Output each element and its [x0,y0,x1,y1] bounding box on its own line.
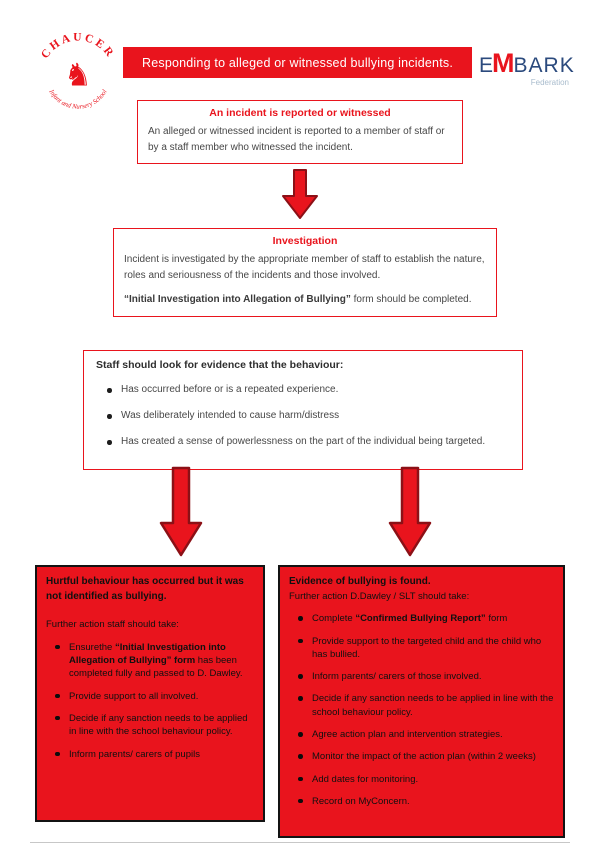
embark-letter-e: E [479,54,494,77]
list-item: Inform parents/ carers of pupils [52,748,254,761]
list-item: Add dates for monitoring. [295,773,554,786]
outcome-not-bullying-heading: Hurtful behaviour has occurred but it wa… [46,576,244,602]
action-text: Ensurethe [69,641,115,653]
box-outcome-bullying-found: Evidence of bullying is found. Further a… [278,565,565,838]
list-item: Record on MyConcern. [295,795,554,808]
embark-wordmark: E M BARK [479,48,574,78]
box-investigation-title: Investigation [272,235,338,247]
evidence-heading: Staff should look for evidence that the … [96,359,344,371]
outcome-bullying-found-heading: Evidence of bullying is found. [289,576,431,587]
list-item: Provide support to the targeted child an… [295,635,554,662]
outcome-not-bullying-intro: Further action staff should take: [46,619,179,630]
list-item: Has occurred before or is a repeated exp… [104,383,510,397]
list-item: Monitor the impact of the action plan (w… [295,750,554,763]
outcome-not-bullying-list: Ensurethe “Initial Investigation into Al… [46,641,254,761]
outcome-bullying-found-intro: Further action D.Dawley / SLT should tak… [289,590,470,602]
chaucer-school-logo: CHAUCER ♞ Infant and Nursery School [39,31,117,110]
box-investigation: Investigation Incident is investigated b… [113,228,497,317]
list-item: Ensurethe “Initial Investigation into Al… [52,641,254,681]
box-outcome-not-bullying: Hurtful behaviour has occurred but it wa… [35,565,265,822]
investigation-form-rest: form should be completed. [350,294,472,305]
box-evidence-checklist: Staff should look for evidence that the … [83,350,523,470]
list-item: Inform parents/ carers of those involved… [295,670,554,683]
embark-subtitle: Federation [530,78,569,87]
embark-letter-m: M [492,48,515,78]
down-arrow-icon [388,466,432,557]
box-incident-reported-title: An incident is reported or witnessed [209,107,391,119]
svg-text:CHAUCER: CHAUCER [39,31,117,60]
embark-federation-logo: E M BARK Federation [479,48,574,88]
list-item: Provide support to all involved. [52,690,254,703]
outcome-bullying-found-list: Complete “Confirmed Bullying Report” for… [289,612,554,808]
action-form-name: “Initial Investigation into Allegation o… [69,641,226,667]
action-text: Complete [312,613,356,625]
down-arrow-icon [159,466,203,557]
page-title: Responding to alleged or witnessed bully… [123,47,472,78]
box-investigation-form-line: “Initial Investigation into Allegation o… [124,292,486,308]
list-item: Was deliberately intended to cause harm/… [104,409,510,423]
horse-rider-icon: ♞ [64,58,92,94]
box-investigation-body: Incident is investigated by the appropri… [124,254,485,281]
list-item: Agree action plan and intervention strat… [295,728,554,741]
list-item: Decide if any sanction needs to be appli… [52,712,254,739]
list-item: Has created a sense of powerlessness on … [104,435,510,449]
list-item: Complete “Confirmed Bullying Report” for… [295,612,554,625]
footer-divider [30,842,570,843]
investigation-form-name: “Initial Investigation into Allegation o… [124,294,351,305]
action-text: form [485,613,508,625]
action-text: has been completed fully and passed to D… [69,655,243,680]
list-item: Decide if any sanction needs to be appli… [295,692,554,719]
down-arrow-icon [282,169,318,219]
embark-letters-bark: BARK [513,54,575,77]
evidence-bullet-list: Has occurred before or is a repeated exp… [96,383,510,449]
action-form-name: “Confirmed Bullying Report” [355,613,486,625]
chaucer-arc-top-text: CHAUCER [39,31,114,60]
box-incident-reported: An incident is reported or witnessed An … [137,100,463,164]
box-incident-reported-body: An alleged or witnessed incident is repo… [148,126,445,153]
